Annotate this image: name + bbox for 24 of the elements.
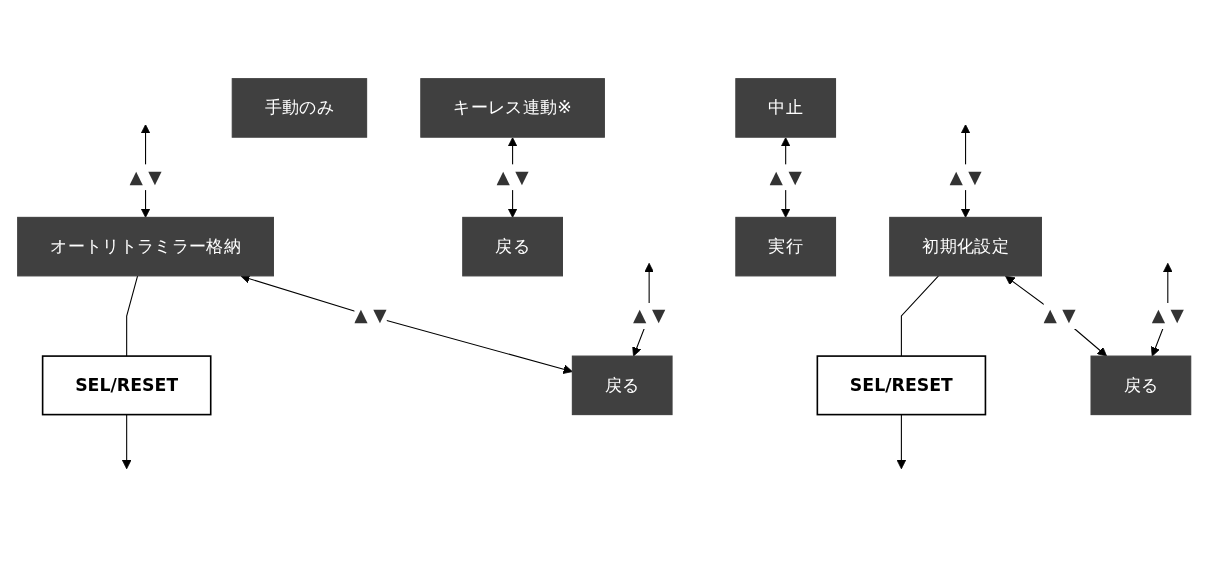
edge-label: ▲ ▼ bbox=[769, 166, 802, 188]
arrow bbox=[896, 414, 906, 470]
connector bbox=[900, 275, 939, 357]
edge-label: ▲ ▼ bbox=[632, 305, 665, 326]
edge-label: ▲ ▼ bbox=[128, 166, 162, 188]
node-box: 中止 bbox=[734, 78, 836, 138]
node-box: SEL/RESET bbox=[41, 355, 212, 416]
node-box: 戻る bbox=[1090, 355, 1191, 416]
node-box: 戻る bbox=[461, 216, 563, 277]
node-box: 手動のみ bbox=[231, 78, 367, 138]
node-box: オートリトラミラー格納 bbox=[16, 216, 274, 277]
edge-label: ▲ ▼ bbox=[353, 305, 387, 326]
edge-label: ▲ ▼ bbox=[1151, 305, 1184, 326]
edge-label: ▲ ▼ bbox=[496, 166, 529, 188]
arrow bbox=[1004, 275, 1107, 357]
node-box: 戻る bbox=[571, 355, 673, 416]
node-box: キーレス連動※ bbox=[419, 78, 605, 138]
connector bbox=[125, 275, 138, 357]
edge-label: ▲ ▼ bbox=[1043, 305, 1076, 326]
edge-label: ▲ ▼ bbox=[948, 166, 982, 188]
node-box: 実行 bbox=[734, 216, 836, 277]
node-box: 初期化設定 bbox=[888, 216, 1042, 277]
node-box: SEL/RESET bbox=[816, 355, 986, 416]
arrow bbox=[121, 414, 131, 470]
